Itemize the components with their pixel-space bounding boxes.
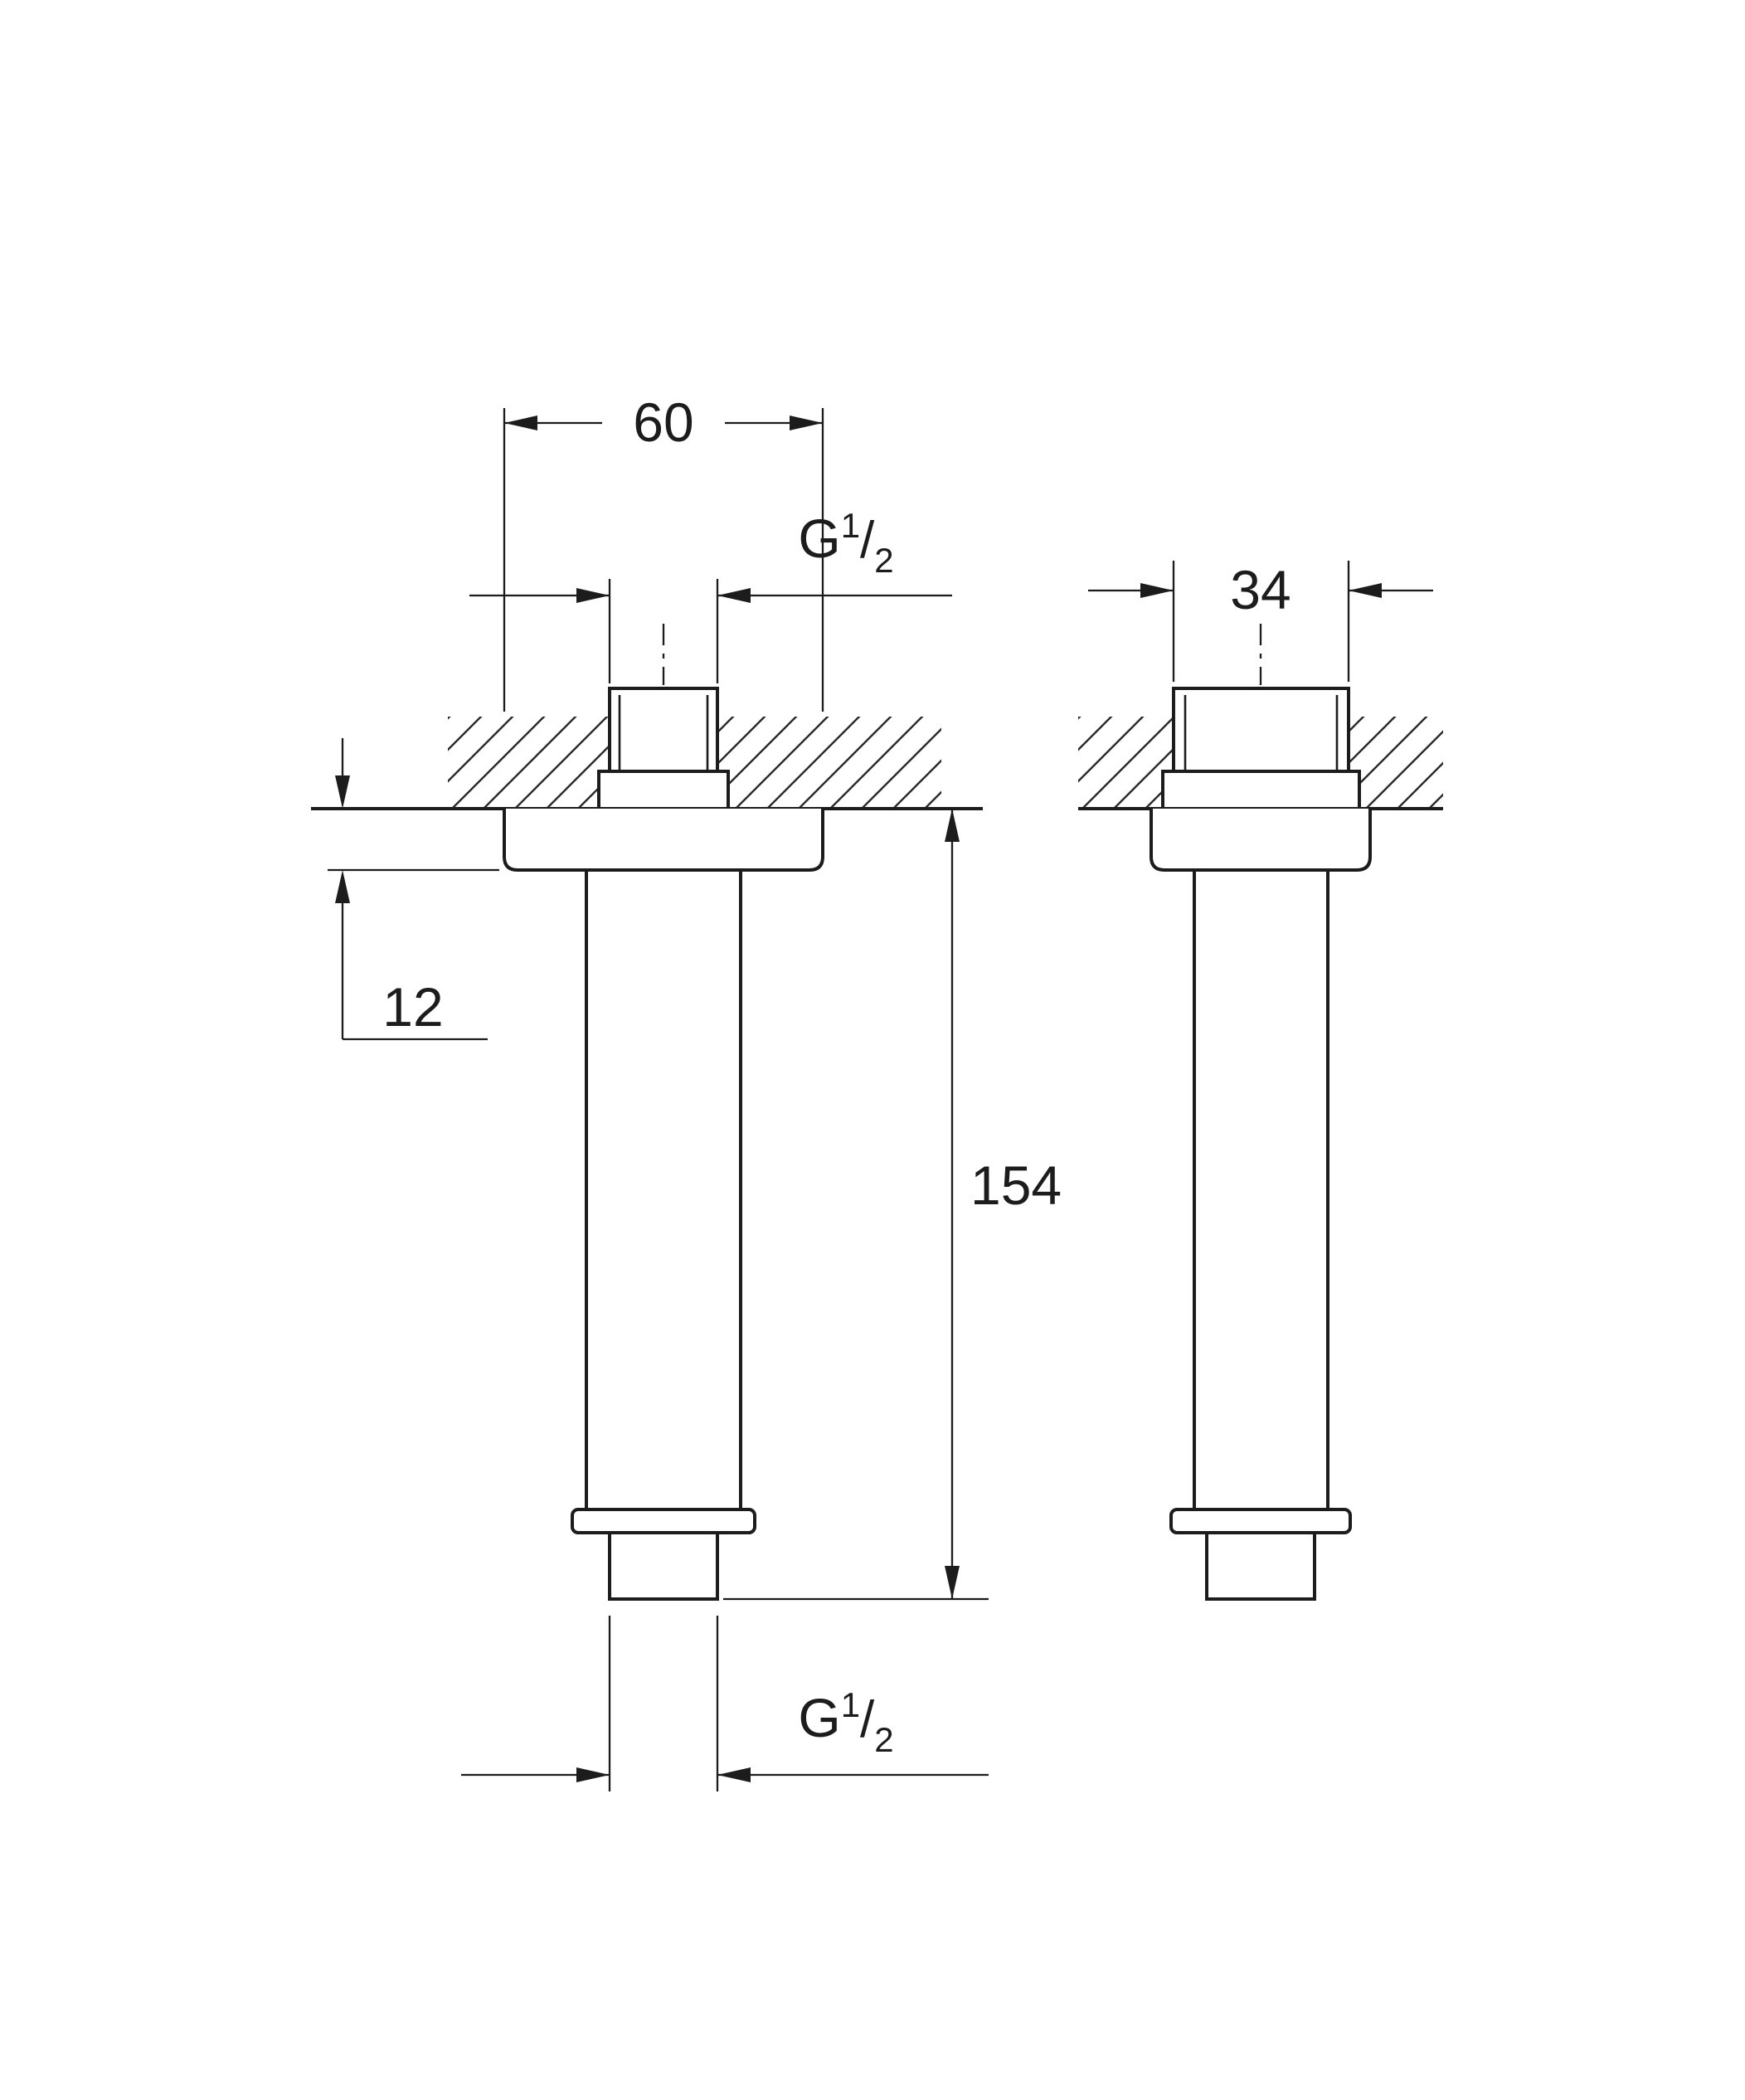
escutcheon-front: [503, 809, 824, 872]
dim-154-label: 154: [970, 1155, 1062, 1216]
dim-gtop-prefix: G: [798, 508, 840, 569]
front-view: [311, 624, 983, 1601]
side-view: [1078, 624, 1443, 1601]
dim-60-arrow-left: [504, 416, 537, 430]
dim-gbot-arrow-right: [717, 1767, 751, 1782]
dim-gtop-arrow-right: [717, 588, 751, 603]
dim-154-arrow-up: [945, 809, 960, 842]
dim-12-arrow-down: [335, 775, 350, 809]
dim-gbot-label: G1/2: [798, 1685, 893, 1759]
dim-12-label: 12: [382, 976, 443, 1038]
stop-ring-side: [1169, 1508, 1352, 1534]
dim-gtop-label: G1/2: [798, 506, 893, 580]
dim-bottom-thread: G1/2: [461, 1616, 989, 1791]
thread-collar-front: [597, 770, 730, 810]
thread-block-front: [608, 687, 719, 775]
dim-12-arrow-up: [335, 870, 350, 903]
dim-gbot-numerator: 1: [841, 1685, 860, 1724]
dim-gbot-arrow-left: [576, 1767, 610, 1782]
dim-60-arrow-right: [790, 416, 823, 430]
dim-gbot-slash: /: [860, 1691, 875, 1748]
thread-tip-side: [1205, 1531, 1316, 1601]
dim-gbot-denominator: 2: [874, 1720, 893, 1759]
shower-arm-front: [585, 868, 742, 1511]
dim-34-arrow-left: [1140, 583, 1174, 598]
dim-34-label: 34: [1230, 559, 1291, 620]
dim-gtop-arrow-left: [576, 588, 610, 603]
dim-top-thread: G1/2: [469, 506, 952, 683]
dim-escutcheon-height: 12: [328, 738, 499, 1041]
dim-154-arrow-down: [945, 1566, 960, 1599]
dim-arm-length: 154: [723, 809, 1062, 1601]
dim-34-arrow-right: [1349, 583, 1382, 598]
dim-gtop-slash: /: [860, 512, 875, 569]
dim-escutcheon-width: 60: [503, 391, 824, 712]
dim-gtop-numerator: 1: [841, 506, 860, 545]
escutcheon-side: [1150, 809, 1372, 872]
dim-side-depth: 34: [1088, 559, 1433, 682]
thread-block-side: [1172, 687, 1350, 775]
thread-tip-front: [608, 1531, 719, 1601]
dim-60-label: 60: [633, 391, 693, 453]
stop-ring-front: [571, 1508, 756, 1534]
shower-arm-side: [1193, 868, 1329, 1511]
dim-gtop-denominator: 2: [874, 541, 893, 580]
thread-collar-side: [1161, 770, 1361, 810]
dim-gbot-prefix: G: [798, 1687, 840, 1748]
